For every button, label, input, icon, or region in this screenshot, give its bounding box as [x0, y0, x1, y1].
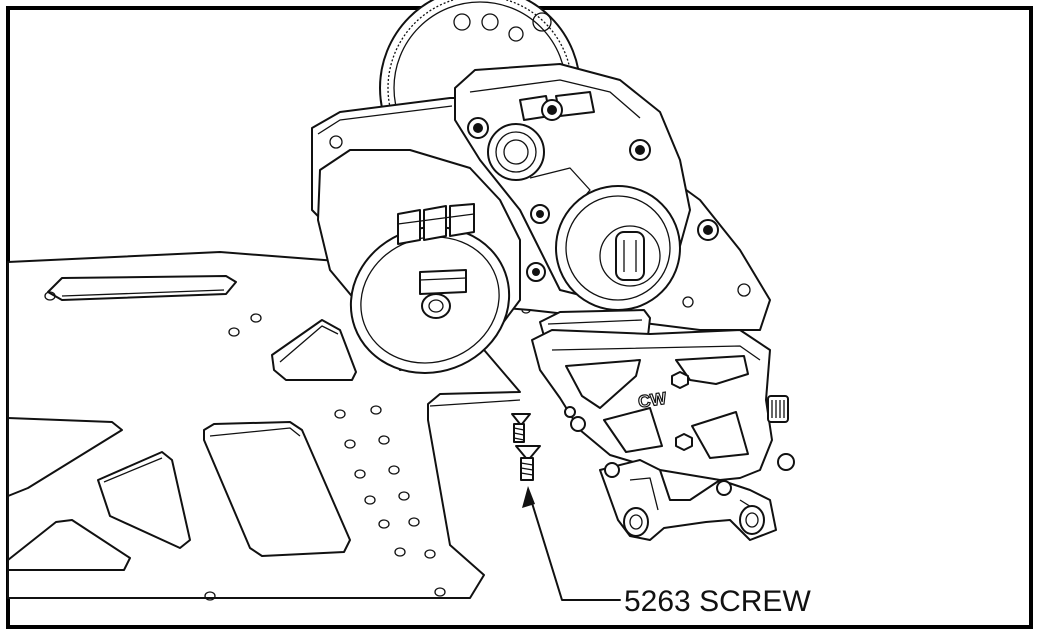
hinge-pin-end: [777, 453, 795, 471]
cw-logo: CW: [637, 389, 669, 412]
front-bulkhead-assembly: CW: [531, 309, 795, 541]
callout-part-name: SCREW: [699, 585, 811, 618]
screw-left: [511, 413, 531, 443]
callout-part-number: 5263: [624, 585, 691, 618]
gearbox-assembly: [311, 0, 771, 331]
flat-head-screws: [511, 413, 541, 481]
callout-arrowhead: [522, 486, 535, 508]
callout-label: 5263 SCREW: [624, 585, 811, 618]
electric-motor: [317, 149, 521, 374]
screw-right: [515, 445, 541, 481]
side-screw-head: [767, 395, 789, 423]
callout-leader-line: [527, 489, 621, 601]
screw-callout: 5263 SCREW: [522, 486, 811, 618]
